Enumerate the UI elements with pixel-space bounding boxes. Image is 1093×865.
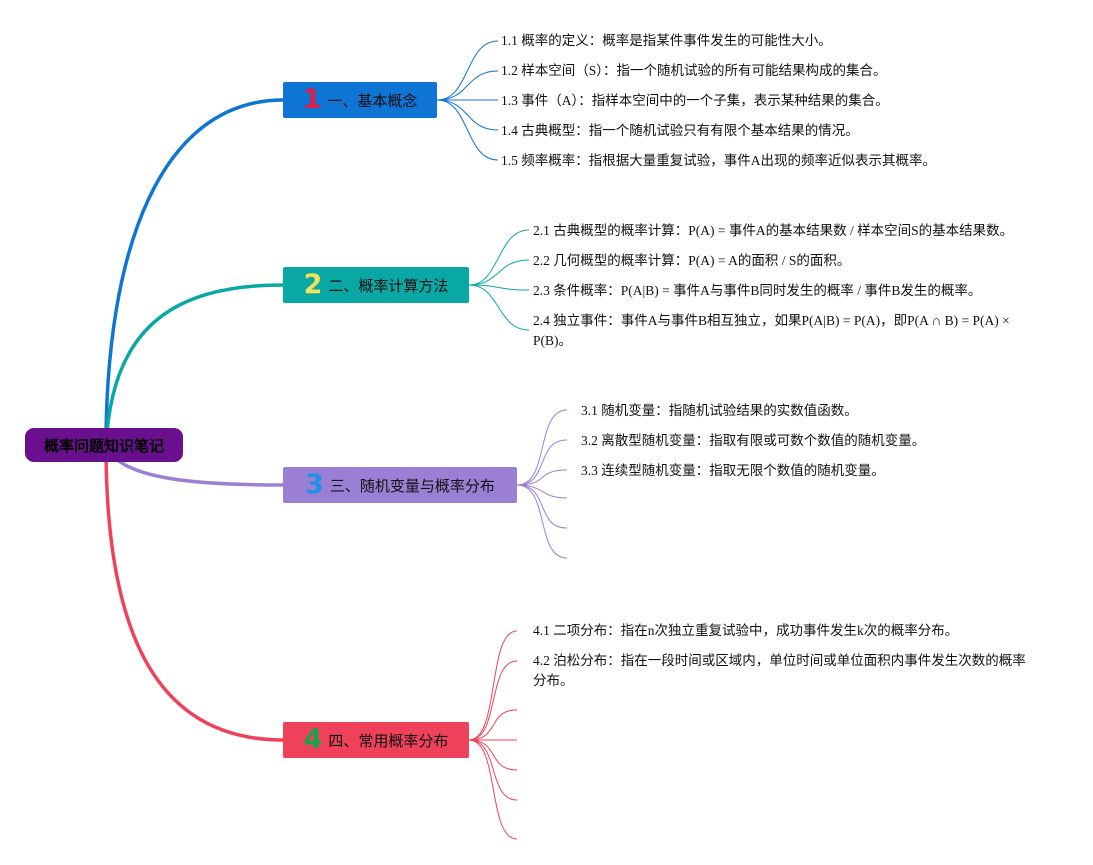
leaf-3-3[interactable]: 3.3 连续型随机变量：指取无限个数值的随机变量。	[581, 463, 885, 478]
leaf-4-1[interactable]: 4.1 二项分布：指在n次独立重复试验中，成功事件发生k次的概率分布。	[533, 623, 959, 638]
branch-node-3[interactable]: 3 三、随机变量与概率分布	[283, 467, 517, 503]
branch-node-4[interactable]: 4 四、常用概率分布	[283, 722, 469, 758]
leaf-1-4[interactable]: 1.4 古典概型：指一个随机试验只有有限个基本结果的情况。	[501, 123, 859, 138]
branch-label-1: 一、基本概念	[327, 91, 418, 110]
branch-number-1: 1	[302, 83, 322, 115]
leaf-connectors-4	[468, 630, 518, 840]
leaf-1-2[interactable]: 1.2 样本空间（S）：指一个随机试验的所有可能结果构成的集合。	[501, 63, 887, 78]
branch-node-1[interactable]: 1 一、基本概念	[283, 82, 437, 118]
branch-number-3: 3	[305, 468, 324, 500]
leaf-1-1[interactable]: 1.1 概率的定义：概率是指某件事件发生的可能性大小。	[501, 33, 832, 48]
leaf-connectors-1	[436, 40, 499, 161]
leaf-2-3[interactable]: 2.3 条件概率：P(A|B) = 事件A与事件B同时发生的概率 / 事件B发生…	[533, 283, 982, 298]
leaf-1-5[interactable]: 1.5 频率概率：指根据大量重复试验，事件A出现的频率近似表示其概率。	[501, 153, 936, 168]
leaf-connectors-3	[516, 409, 568, 559]
branch-number-2: 2	[303, 268, 323, 300]
leaf-2-2[interactable]: 2.2 几何概型的概率计算：P(A) = A的面积 / S的面积。	[533, 253, 851, 268]
branch-label-4: 四、常用概率分布	[328, 731, 449, 750]
leaf-2-4[interactable]: 2.4 独立事件：事件A与事件B相互独立，如果P(A|B) = P(A)，即P(…	[533, 313, 1010, 348]
leaf-connectors-2	[468, 229, 530, 331]
leaf-1-3[interactable]: 1.3 事件（A）：指样本空间中的一个子集，表示某种结果的集合。	[501, 93, 889, 108]
root-label: 概率问题知识笔记	[43, 436, 164, 455]
branch-label-3: 三、随机变量与概率分布	[329, 476, 495, 495]
leaf-2-1[interactable]: 2.1 古典概型的概率计算：P(A) = 事件A的基本结果数 / 样本空间S的基…	[533, 223, 1014, 238]
branch-number-4: 4	[303, 723, 323, 755]
edge-root-branch-2	[104, 283, 284, 447]
leaf-3-1[interactable]: 3.1 随机变量：指随机试验结果的实数值函数。	[581, 403, 858, 418]
leaf-3-2[interactable]: 3.2 离散型随机变量：指取有限或可数个数值的随机变量。	[581, 433, 926, 448]
root-node[interactable]: 概率问题知识笔记	[25, 428, 183, 462]
edge-root-branch-4	[104, 445, 284, 742]
branch-node-2[interactable]: 2 二、概率计算方法	[283, 267, 469, 303]
branch-label-2: 二、概率计算方法	[328, 276, 449, 295]
edge-root-branch-1	[104, 98, 284, 447]
leaf-4-2[interactable]: 4.2 泊松分布：指在一段时间或区域内，单位时间或单位面积内事件发生次数的概率分…	[533, 653, 1026, 688]
